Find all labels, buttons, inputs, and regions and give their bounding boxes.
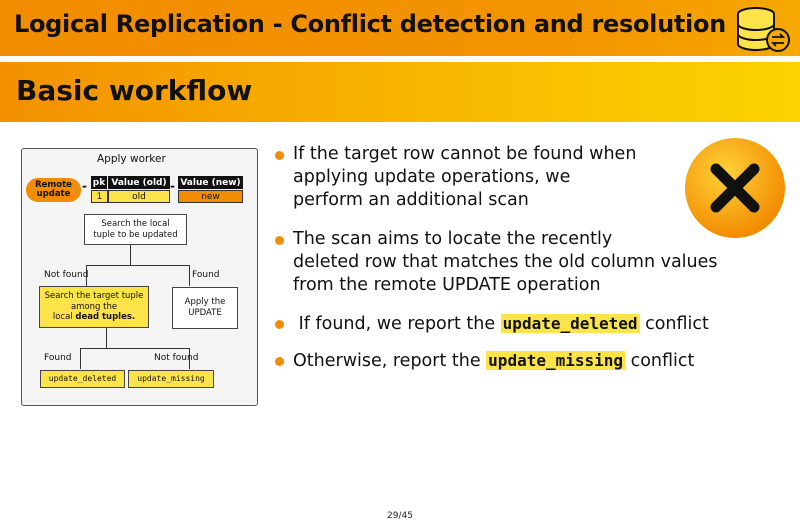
update-missing-box: update_missing [128,370,214,388]
bullet-suffix: conflict [639,314,709,334]
page-title: Logical Replication - Conflict detection… [14,10,726,38]
bullet-suffix: conflict [625,351,695,371]
title-bar [0,0,800,56]
search-local-label: Search the local tuple to be updated [93,218,178,240]
dash-connector: - [82,179,87,193]
page-number: 29/45 [387,511,413,521]
dead-tuples-label: dead tuples. [75,312,136,323]
apply-update-label: Apply the UPDATE [184,297,226,318]
update-missing-code: update_missing [486,351,626,370]
bullet-text: Otherwise, report the update_missing con… [293,349,694,373]
bullet-prefix: Otherwise, report the [293,351,487,371]
connector-line [86,265,190,266]
connector-line [106,328,107,348]
update-deleted-code: update_deleted [500,314,640,333]
remote-update-label: Remote update [35,179,72,199]
bullet-line: from the remote UPDATE operation [293,275,601,295]
search-dead-box: Search the target tuple among the local … [39,286,149,328]
table-header-old: Value (old) [108,176,170,189]
diagram-title: Apply worker [97,153,166,165]
table-cell-pk: 1 [91,190,108,203]
table-header-pk: pk [91,176,107,189]
bullet-dot [275,320,284,329]
bullet-text: The scan aims to locate the recently del… [293,228,718,297]
connector-line [86,265,87,286]
close-x-icon [685,138,785,238]
connector-line [80,348,81,369]
bullet-dot [275,151,284,160]
database-icon [737,7,790,52]
table-cell-new: new [178,190,243,203]
dash-connector: - [170,179,175,193]
found-label-2: Found [44,353,72,363]
search-dead-label: Search the target tuple among the [44,291,144,312]
bullet-dot [275,236,284,245]
connector-line [189,265,190,286]
connector-line [130,245,131,265]
remote-update-pill: Remote update [26,178,81,202]
table-cell-old: old [108,190,170,203]
section-bar [0,62,800,122]
search-local-box: Search the local tuple to be updated [84,214,187,245]
bullet-text: If found, we report the update_deleted c… [293,312,709,336]
search-dead-prefix: local [52,312,76,323]
bullet-prefix: If found, we report the [293,314,501,334]
bullet-line: applying update operations, we [293,167,571,187]
table-header-new: Value (new) [178,176,243,189]
bullet-line: perform an additional scan [293,190,529,210]
bullet-dot [275,357,284,366]
not-found-label-2: Not found [154,353,199,363]
update-deleted-box: update_deleted [40,370,125,388]
bullet-line: The scan aims to locate the recently [293,229,613,249]
workflow-diagram: Apply worker Remote update - - pk Value … [21,148,258,406]
search-dead-text: Search the target tuple among the local … [44,291,144,323]
bullet-text: If the target row cannot be found when a… [293,143,636,212]
bullet-line: deleted row that matches the old column … [293,252,718,272]
found-label: Found [192,270,220,280]
section-title: Basic workflow [16,74,253,107]
connector-line [189,348,190,369]
connector-line [80,348,189,349]
bullet-line: If the target row cannot be found when [293,144,637,164]
not-found-label: Not found [44,270,89,280]
apply-update-box: Apply the UPDATE [172,287,238,329]
